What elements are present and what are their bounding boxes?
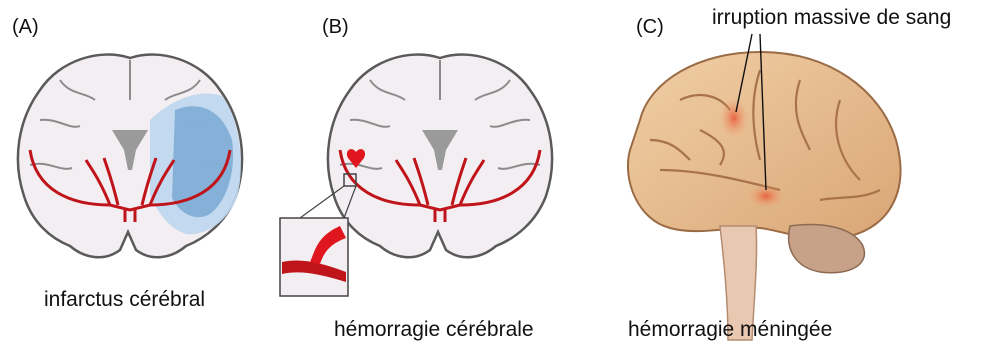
panel-a-caption: infarctus cérébral	[44, 288, 205, 312]
zoom-inset	[280, 218, 348, 296]
bleed-spot-upper	[720, 98, 748, 138]
brain-lateral-c	[628, 34, 900, 340]
panel-a-letter: (A)	[12, 16, 39, 39]
panel-c-caption: hémorragie méningée	[628, 318, 832, 342]
panel-c-letter: (C)	[636, 16, 664, 39]
panel-b-caption: hémorragie cérébrale	[334, 318, 534, 342]
brain-coronal-a	[18, 55, 242, 258]
brain-coronal-b	[280, 55, 552, 296]
annotation-label: irruption massive de sang	[712, 6, 951, 30]
panel-b-letter: (B)	[322, 16, 349, 39]
